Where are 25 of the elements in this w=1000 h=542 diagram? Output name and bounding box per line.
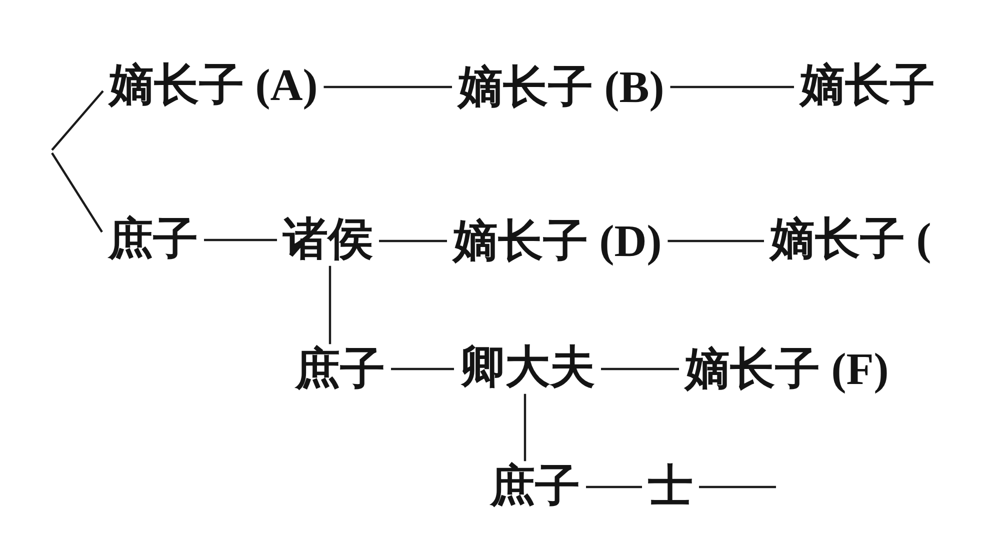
rank-label: 庶子 xyxy=(108,214,198,266)
rank-label: 嫡长子 (D) xyxy=(453,216,662,268)
rank-label: 嫡长子 (B) xyxy=(458,62,664,114)
rank-label: 士 xyxy=(648,461,693,513)
connector-line xyxy=(324,86,452,88)
rank-label: 嫡长子 (A) xyxy=(109,60,318,112)
connector-line xyxy=(328,266,332,344)
connector-line xyxy=(601,368,679,370)
rank-label: 诸侯 xyxy=(283,214,373,266)
connector-line xyxy=(204,238,277,242)
connector-line xyxy=(51,90,104,151)
connector-line xyxy=(668,240,764,242)
connector-line xyxy=(699,486,776,488)
connector-line xyxy=(379,240,447,242)
rank-label: 庶子 xyxy=(490,461,580,513)
rank-label: 庶子 xyxy=(295,344,385,396)
connector-line xyxy=(670,86,794,88)
rank-label: 卿大夫 xyxy=(460,342,595,394)
connector-line xyxy=(524,394,526,462)
rank-label: 嫡长子 ( xyxy=(770,214,932,266)
connector-line xyxy=(51,152,103,233)
rank-label: 嫡长子 xyxy=(800,60,935,112)
rank-label: 嫡长子 (F) xyxy=(685,344,889,396)
connector-line xyxy=(391,368,454,370)
connector-line xyxy=(586,486,642,488)
